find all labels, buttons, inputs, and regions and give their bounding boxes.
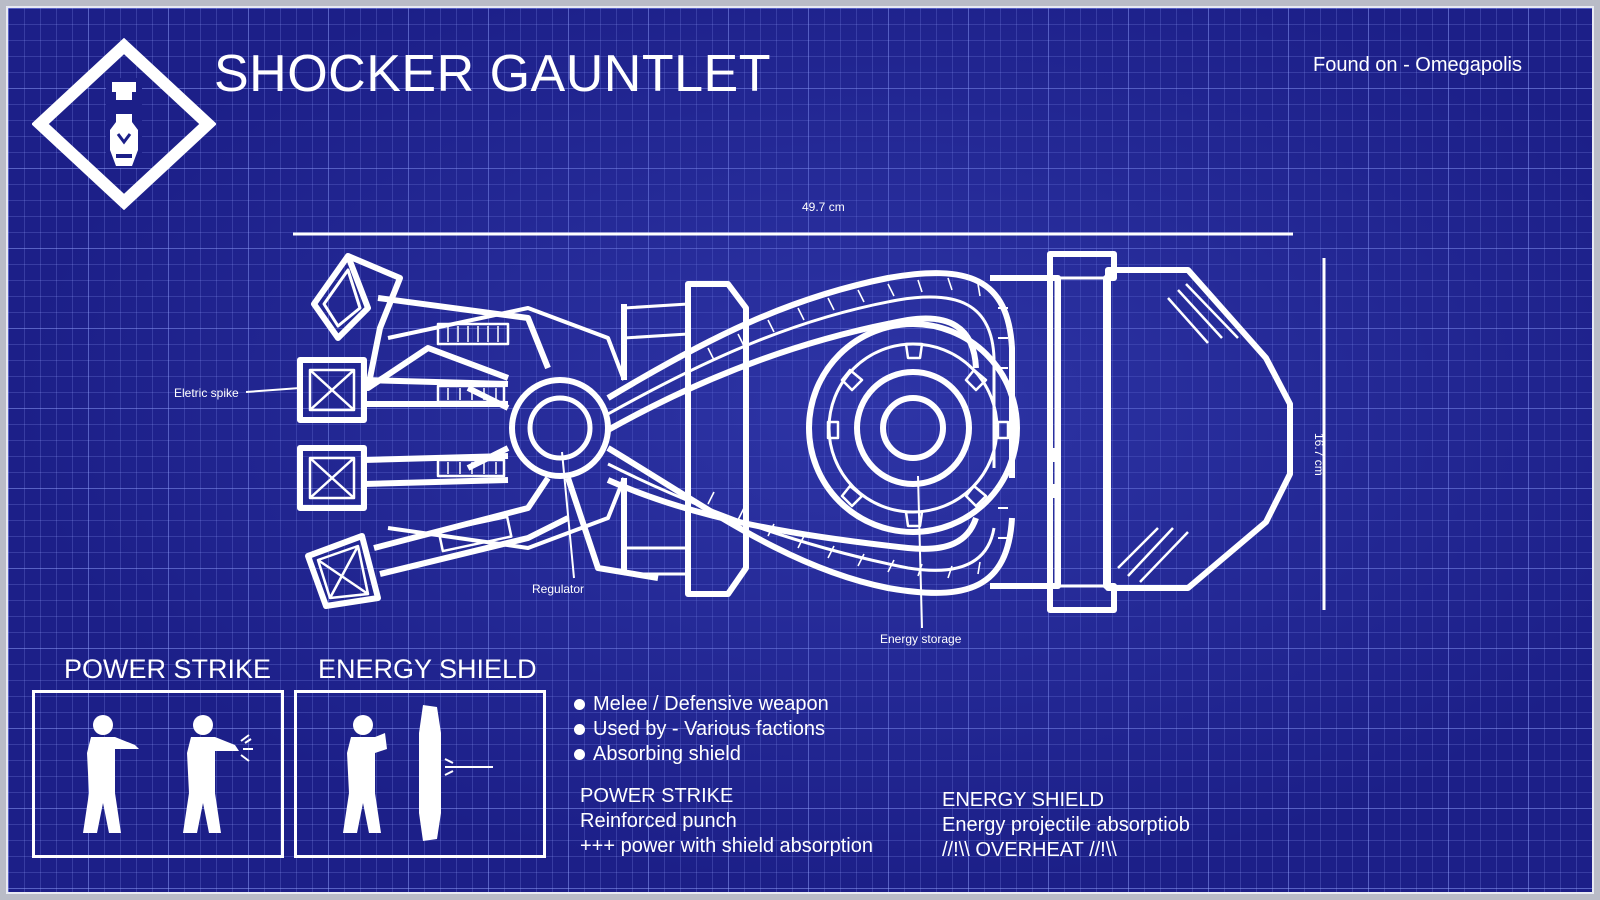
list-item: Used by - Various factions (574, 717, 829, 742)
regulator-callout: Regulator (532, 582, 585, 596)
found-on-label: Found on - Omegapolis (1313, 54, 1523, 76)
energy-shield-panel (294, 690, 546, 858)
power-strike-panel (32, 690, 284, 858)
page-title: SHOCKER GAUNTLET (214, 45, 771, 103)
energy-shield-figures-icon (343, 705, 493, 841)
list-item: Absorbing shield (574, 742, 829, 767)
energy-shield-title: ENERGY SHIELD (318, 654, 537, 684)
bullet-icon (574, 749, 585, 760)
feature-list: Melee / Defensive weapon Used by - Vario… (574, 692, 829, 767)
electric-spike-callout: Eletric spike (174, 386, 239, 400)
bullet-icon (574, 699, 585, 710)
power-strike-description: POWER STRIKE Reinforced punch +++ power … (580, 785, 873, 857)
gauntlet-diamond-icon (32, 38, 216, 210)
blueprint-frame: SHOCKER GAUNTLET Found on - Omegapolis 4… (6, 6, 1594, 894)
power-strike-figures-icon (83, 715, 253, 833)
power-strike-title: POWER STRIKE (64, 654, 272, 684)
list-item: Melee / Defensive weapon (574, 692, 829, 717)
gauntlet-blueprint-drawing (245, 232, 1326, 629)
energy-storage-callout: Energy storage (880, 632, 962, 646)
energy-shield-description: ENERGY SHIELD Energy projectile absorpti… (942, 789, 1190, 861)
bullet-icon (574, 724, 585, 735)
width-dimension-label: 49.7 cm (802, 200, 845, 214)
